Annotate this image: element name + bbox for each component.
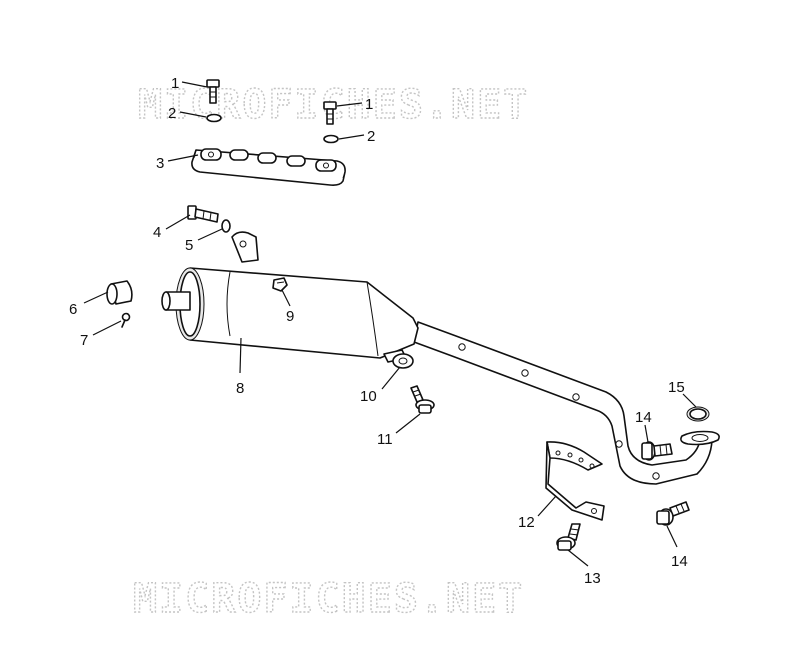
bolt-13 [556, 523, 581, 551]
exhaust-header-pipe [413, 321, 720, 485]
heat-shield-bracket-12 [545, 441, 605, 521]
callout-14-upper: 14 [635, 409, 652, 426]
callout-12: 12 [518, 514, 535, 531]
mounting-bracket-3 [191, 148, 346, 186]
leader-14-lower [666, 525, 678, 548]
leader-15 [682, 393, 697, 408]
leader-9 [281, 289, 291, 307]
washer-5 [221, 219, 231, 233]
leader-2-right [338, 134, 365, 140]
screw-7 [121, 312, 131, 328]
leader-12 [537, 495, 557, 517]
tailpipe-cap-6 [106, 280, 133, 305]
callout-2-right: 2 [367, 128, 375, 145]
callout-2-left: 2 [168, 105, 176, 122]
bolt-11 [410, 385, 435, 414]
callout-11: 11 [377, 431, 393, 448]
callout-1-left: 1 [171, 75, 179, 92]
leader-11 [395, 413, 421, 434]
callout-10: 10 [360, 388, 377, 405]
callout-7: 7 [80, 332, 88, 349]
watermark-bottom: MICROFICHES.NET [133, 576, 524, 622]
leader-5 [197, 228, 223, 241]
leader-1-left [181, 81, 208, 88]
bolt-4 [187, 205, 219, 223]
callout-3: 3 [156, 155, 164, 172]
callout-9: 9 [286, 308, 294, 325]
leader-2-left [179, 111, 207, 118]
leader-10 [381, 366, 401, 390]
bolt-14-lower [656, 501, 690, 526]
leader-6 [83, 291, 109, 304]
bolt-1-left [206, 79, 220, 104]
bolt-1-right [323, 101, 337, 125]
washer-2-left [206, 113, 222, 123]
nut-9 [272, 277, 288, 292]
leader-7 [92, 320, 122, 336]
gasket-15 [686, 406, 710, 422]
callout-6: 6 [69, 301, 77, 318]
leader-3 [167, 154, 199, 162]
muffler-8 [161, 231, 419, 363]
callout-15: 15 [668, 379, 685, 396]
leader-8 [239, 337, 242, 374]
callout-5: 5 [185, 237, 193, 254]
bolt-14-upper [641, 441, 673, 461]
washer-10 [392, 353, 414, 369]
leader-14-upper [644, 424, 649, 443]
leader-13 [567, 549, 589, 567]
washer-2-right [323, 134, 339, 144]
callout-4: 4 [153, 224, 161, 241]
callout-14-lower: 14 [671, 553, 688, 570]
callout-8: 8 [236, 380, 244, 397]
leader-1-right [336, 102, 363, 107]
leader-4 [165, 214, 191, 230]
callout-1-right: 1 [365, 96, 373, 113]
callout-13: 13 [584, 570, 601, 587]
